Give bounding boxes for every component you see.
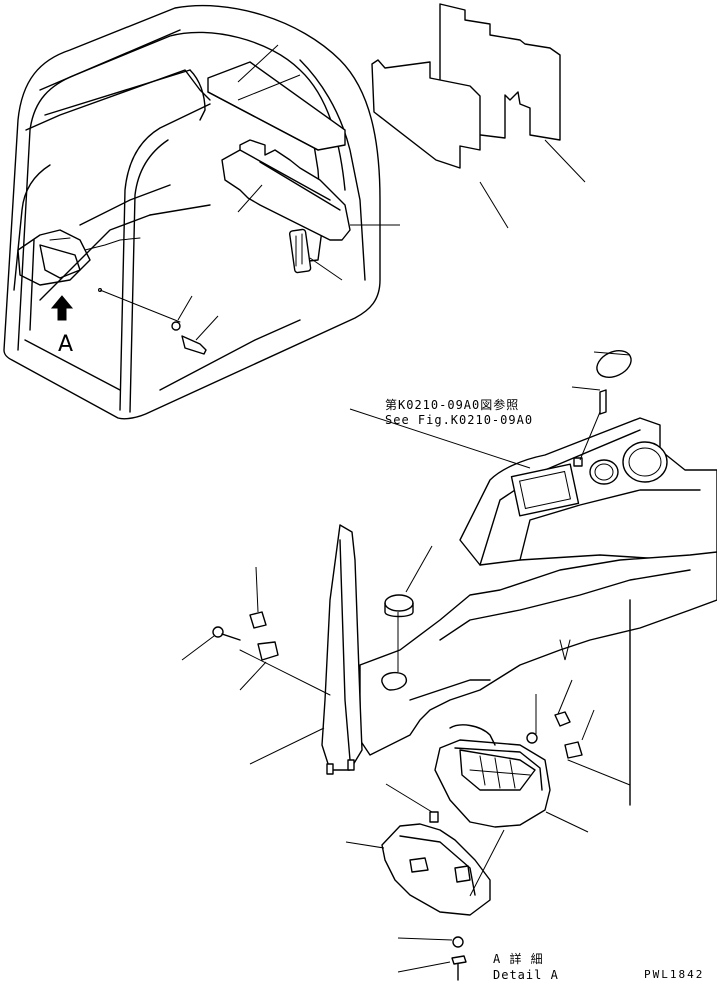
view-arrow	[50, 295, 74, 321]
view-label-a: A	[58, 332, 74, 357]
leader-lines	[177, 44, 631, 973]
ref-note-japanese: 第K0210-09A0図参照	[385, 398, 520, 412]
detail-caption-japanese: A 詳 細	[493, 952, 544, 966]
drawing-id: PWL1842	[644, 968, 705, 981]
cab-frame	[3, 4, 381, 420]
detail-caption-english: Detail A	[493, 968, 559, 982]
console-assembly	[212, 350, 717, 981]
ref-note-english: See Fig.K0210-09A0	[385, 413, 534, 427]
insulation-panels	[371, 3, 561, 169]
